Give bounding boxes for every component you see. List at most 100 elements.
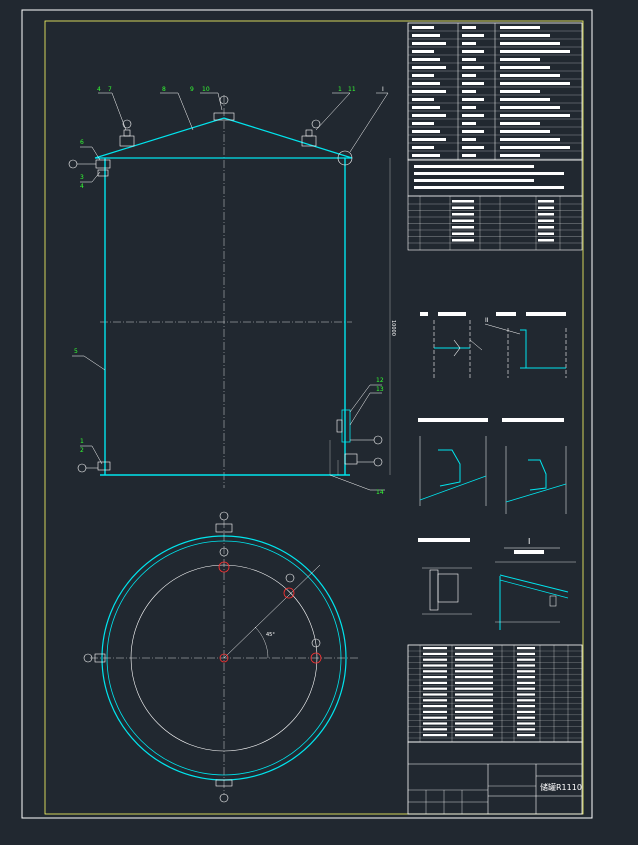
- note-line: [414, 172, 564, 175]
- parts-row-text: [423, 722, 447, 725]
- parts-row-text: [517, 734, 535, 737]
- spec-row-text: [500, 34, 550, 37]
- callout-top-6: 11: [348, 86, 356, 93]
- spec-row-text: [412, 122, 434, 125]
- plan-view: 45°: [83, 511, 358, 803]
- spec-row-text: [500, 50, 570, 53]
- parts-row-text: [455, 722, 493, 725]
- spec-row-text: [462, 154, 476, 157]
- spec-row-text: [462, 82, 484, 85]
- nozzle-table-frame: [407, 195, 583, 251]
- parts-row-text: [517, 722, 535, 725]
- parts-row-text: [517, 728, 535, 731]
- parts-row-text: [517, 716, 535, 719]
- callout-left-bottom-1: 2: [80, 447, 84, 454]
- spec-row-text: [500, 26, 540, 29]
- note-line: [414, 186, 564, 189]
- parts-row-text: [455, 681, 493, 684]
- parts-row-text: [423, 687, 447, 690]
- parts-row-text: [517, 647, 535, 650]
- callout-top-4: 10: [202, 86, 210, 93]
- spec-row-text: [500, 154, 540, 157]
- parts-row-text: [455, 693, 493, 696]
- spec-row-text: [462, 74, 476, 77]
- nozzle-row-text: [538, 200, 554, 203]
- parts-row-text: [455, 652, 493, 655]
- spec-row-text: [412, 90, 446, 93]
- detail-views: II I: [418, 312, 576, 630]
- note-line: [414, 165, 534, 168]
- parts-row-text: [455, 728, 493, 731]
- parts-row-text: [423, 693, 447, 696]
- drawing-number: 储罐R1110: [540, 782, 582, 792]
- spec-row-text: [412, 114, 446, 117]
- parts-row-text: [423, 664, 447, 667]
- callout-top-2: 8: [162, 86, 166, 93]
- spec-row-text: [500, 74, 560, 77]
- parts-row-text: [517, 699, 535, 702]
- drawing-frame: [44, 20, 584, 815]
- spec-row-text: [462, 106, 476, 109]
- nozzle-row-text: [538, 239, 554, 242]
- spec-row-text: [462, 26, 476, 29]
- parts-row-text: [455, 670, 493, 673]
- spec-row-text: [500, 90, 540, 93]
- parts-row-text: [423, 676, 447, 679]
- sheet-border: [21, 9, 593, 819]
- spec-row-text: [500, 114, 570, 117]
- nozzle-row-text: [538, 219, 554, 222]
- title-block: 储罐R1110: [407, 741, 583, 815]
- callout-left-2: 4: [80, 183, 84, 190]
- callout-top-5: 1: [338, 86, 342, 93]
- parts-row-text: [423, 652, 447, 655]
- parts-row-text: [455, 664, 493, 667]
- parts-row-text: [423, 681, 447, 684]
- parts-row-text: [517, 681, 535, 684]
- height-dimension: 10000: [390, 320, 396, 336]
- spec-row-text: [412, 42, 446, 45]
- detail-I-marker: [337, 150, 353, 166]
- parts-row-text: [423, 734, 447, 737]
- parts-row-text: [455, 699, 493, 702]
- spec-row-text: [500, 58, 540, 61]
- nozzle-row-text: [452, 219, 474, 222]
- parts-row-text: [517, 705, 535, 708]
- nozzle-row-text: [538, 232, 554, 235]
- parts-row-text: [423, 699, 447, 702]
- spec-row-text: [500, 66, 550, 69]
- note-line: [414, 179, 534, 182]
- parts-row-text: [423, 670, 447, 673]
- spec-row-text: [462, 146, 484, 149]
- spec-row-text: [412, 26, 434, 29]
- callout-detail-I: I: [382, 86, 384, 93]
- nozzle-row-text: [538, 226, 554, 229]
- spec-row-text: [462, 114, 484, 117]
- spec-row-text: [462, 122, 476, 125]
- parts-row-text: [455, 734, 493, 737]
- angle-label: 45°: [266, 632, 275, 638]
- spec-row-text: [500, 98, 550, 101]
- spec-row-text: [500, 82, 570, 85]
- spec-row-text: [500, 42, 560, 45]
- parts-row-text: [423, 716, 447, 719]
- callout-right-1: 13: [376, 386, 384, 393]
- spec-row-text: [412, 146, 434, 149]
- nozzle-row-text: [452, 206, 474, 209]
- spec-row-text: [462, 58, 476, 61]
- nozzle-row-text: [452, 239, 474, 242]
- parts-row-text: [517, 676, 535, 679]
- spec-row-text: [412, 154, 440, 157]
- spec-row-text: [412, 58, 440, 61]
- callout-top-3: 9: [190, 86, 194, 93]
- spec-row-text: [412, 98, 434, 101]
- spec-row-text: [462, 98, 484, 101]
- spec-row-text: [412, 66, 446, 69]
- spec-row-text: [462, 138, 476, 141]
- detail-II-label: II: [485, 317, 489, 324]
- nozzle-row-text: [538, 213, 554, 216]
- elevation-view: 10000 4 7 8 9 10 1 11 I 6 3 4 5 1 2: [68, 86, 396, 496]
- parts-row-text: [423, 658, 447, 661]
- spec-row-text: [500, 130, 550, 133]
- spec-row-text: [412, 74, 434, 77]
